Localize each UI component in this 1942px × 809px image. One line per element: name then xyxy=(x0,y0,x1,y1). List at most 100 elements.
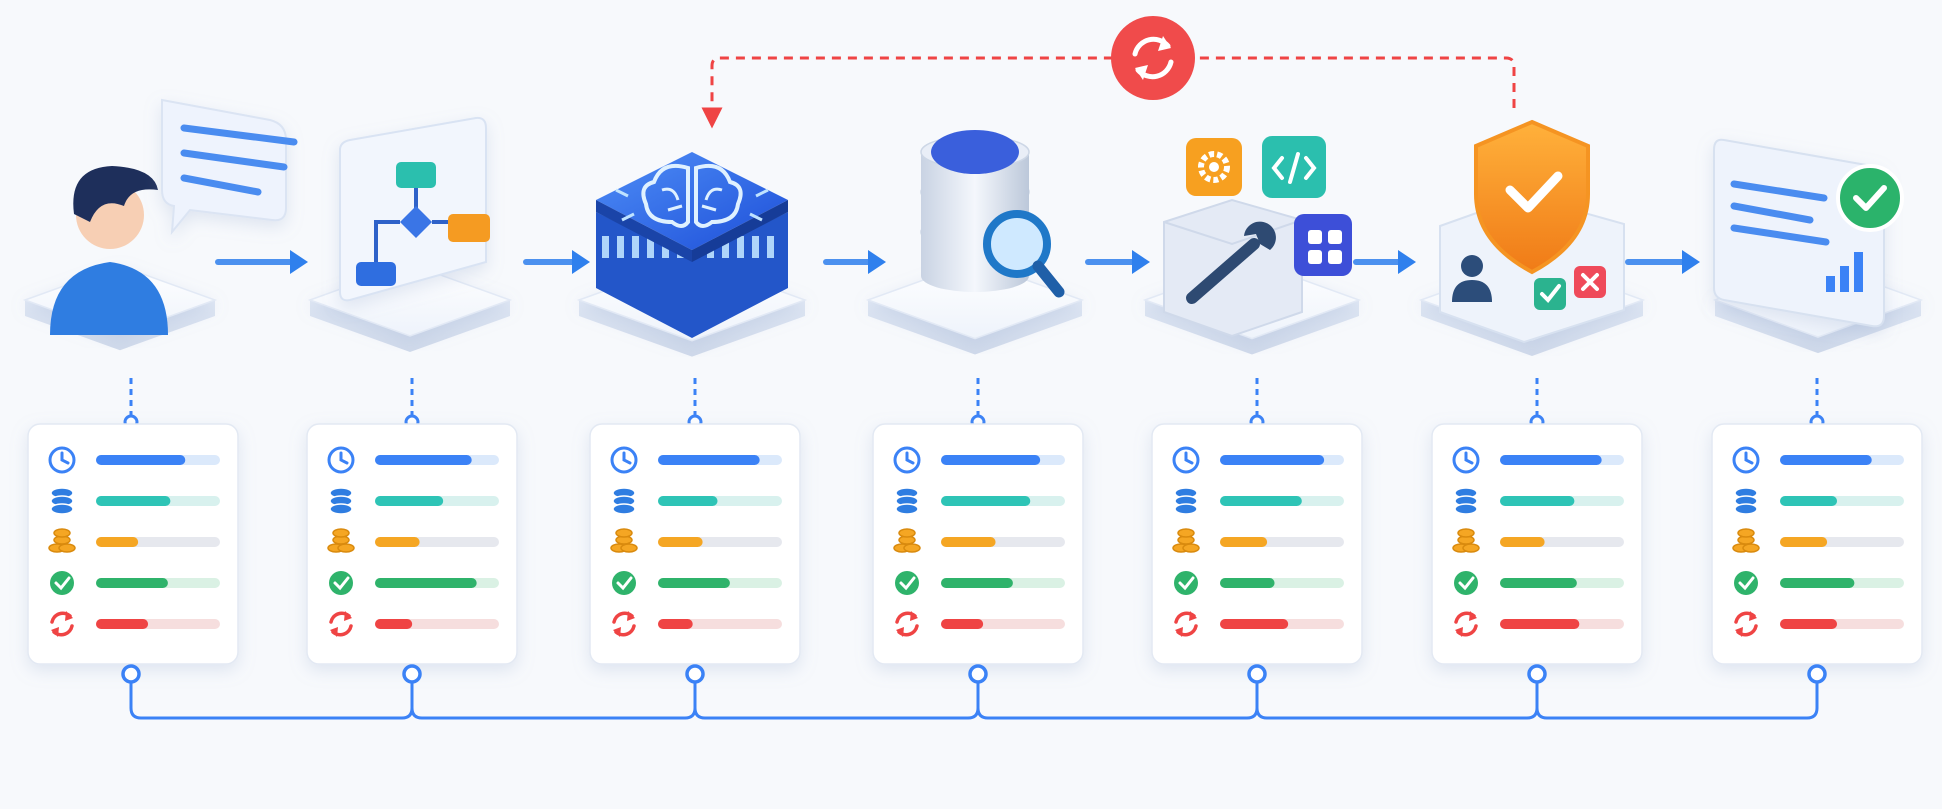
approve-check xyxy=(1540,284,1561,304)
brain-folds xyxy=(661,187,723,212)
db-disc xyxy=(612,503,636,515)
metric-bar-fill xyxy=(1220,455,1325,465)
clock-icon xyxy=(1172,446,1200,474)
coin xyxy=(58,543,76,553)
metric-bar-fill xyxy=(1780,496,1838,506)
database-icon xyxy=(1734,487,1758,515)
clock-hands xyxy=(1744,451,1754,465)
metric-bar-fill xyxy=(941,496,1031,506)
metric-card-user xyxy=(27,423,239,665)
coin xyxy=(1737,528,1755,538)
person-icon xyxy=(1461,255,1483,277)
app-grid-cell xyxy=(1328,250,1342,264)
metric-bar-fill xyxy=(941,537,996,547)
clock-hands xyxy=(905,451,915,465)
flow-arrow-head xyxy=(868,250,886,274)
clock-icon xyxy=(1732,446,1760,474)
metric-bar-fill xyxy=(375,619,413,629)
refresh-head xyxy=(627,611,635,621)
stages xyxy=(22,98,1924,357)
metric-bar-fill xyxy=(1500,578,1577,588)
check-circle-icon xyxy=(1454,571,1478,595)
metric-bar-fill xyxy=(658,578,730,588)
db-disc xyxy=(1454,503,1478,515)
database-search-icon xyxy=(920,130,1065,298)
chip-pin xyxy=(737,236,744,258)
flow-arrow-head xyxy=(1398,250,1416,274)
shield-check xyxy=(1505,171,1563,213)
chip-pin xyxy=(722,236,729,258)
app-grid-cell xyxy=(1328,230,1342,244)
refresh-cycle-icon xyxy=(1111,16,1195,100)
coins-icon xyxy=(1452,528,1480,553)
check-circle-icon xyxy=(50,571,74,595)
stage-output xyxy=(1712,138,1924,354)
refresh-head xyxy=(1735,627,1743,637)
check-glyph xyxy=(899,576,916,591)
metric-bar-fill xyxy=(941,455,1041,465)
refresh-head xyxy=(1175,627,1183,637)
platform-side xyxy=(310,300,510,352)
flow-diamond xyxy=(400,206,432,238)
check-disc xyxy=(329,571,353,595)
metric-bar-fill xyxy=(658,619,693,629)
metric-card-retrieval xyxy=(872,423,1084,665)
metric-bar-fill xyxy=(1780,455,1872,465)
user-hair xyxy=(73,166,158,222)
flow-arrow-head xyxy=(1682,250,1700,274)
feedback-loop xyxy=(701,16,1516,129)
platform-side xyxy=(1145,300,1359,355)
check-glyph xyxy=(1738,576,1755,591)
db-disc xyxy=(1734,503,1758,515)
stage-planner xyxy=(307,116,513,352)
check-circle-icon xyxy=(612,571,636,595)
metric-bar-fill xyxy=(1780,578,1855,588)
coin xyxy=(620,543,638,553)
report-line xyxy=(1730,202,1814,224)
bottom-bus xyxy=(121,664,1827,720)
bus-node xyxy=(1527,664,1547,684)
flow-node-right xyxy=(448,214,490,242)
database-icon xyxy=(329,487,353,515)
metric-bar-fill xyxy=(96,537,139,547)
db-cap xyxy=(931,130,1019,174)
metric-bar-fill xyxy=(941,619,984,629)
db-disc xyxy=(50,503,74,515)
shield-check-icon xyxy=(1439,119,1625,344)
approve-icon xyxy=(1534,278,1566,310)
stage-guardrail xyxy=(1418,119,1646,356)
coins-icon xyxy=(1172,528,1200,553)
database-icon xyxy=(612,487,636,515)
coin xyxy=(615,528,633,538)
bus-node xyxy=(1247,664,1267,684)
wrench-icon xyxy=(1186,238,1260,304)
flow-node-top xyxy=(396,162,436,188)
refresh-head xyxy=(344,611,352,621)
metric-bar-fill xyxy=(1220,619,1289,629)
report-bar xyxy=(1854,252,1863,292)
refresh-icon xyxy=(612,611,636,637)
db-disc xyxy=(329,503,353,515)
metric-bar-fill xyxy=(1500,537,1545,547)
gear-hub xyxy=(1209,162,1219,172)
brain-traces xyxy=(615,188,769,222)
clock-icon xyxy=(1452,446,1480,474)
speech-bubble xyxy=(161,98,287,236)
refresh-head xyxy=(1749,611,1757,621)
check-glyph xyxy=(333,576,350,591)
app-grid-icon xyxy=(1294,214,1352,276)
platform-side xyxy=(579,300,805,357)
coin xyxy=(903,543,921,553)
clock-icon xyxy=(610,446,638,474)
gear-icon xyxy=(1186,138,1242,196)
check-circle-icon xyxy=(895,571,919,595)
refresh-icon xyxy=(1454,611,1478,637)
check-glyph xyxy=(54,576,71,591)
check-disc xyxy=(1734,571,1758,595)
report-bar xyxy=(1826,276,1835,292)
refresh-head xyxy=(1469,611,1477,621)
metric-bar-fill xyxy=(1220,578,1275,588)
brain-right xyxy=(694,163,743,228)
metric-bar-fill xyxy=(1500,496,1575,506)
bus-node xyxy=(121,664,141,684)
